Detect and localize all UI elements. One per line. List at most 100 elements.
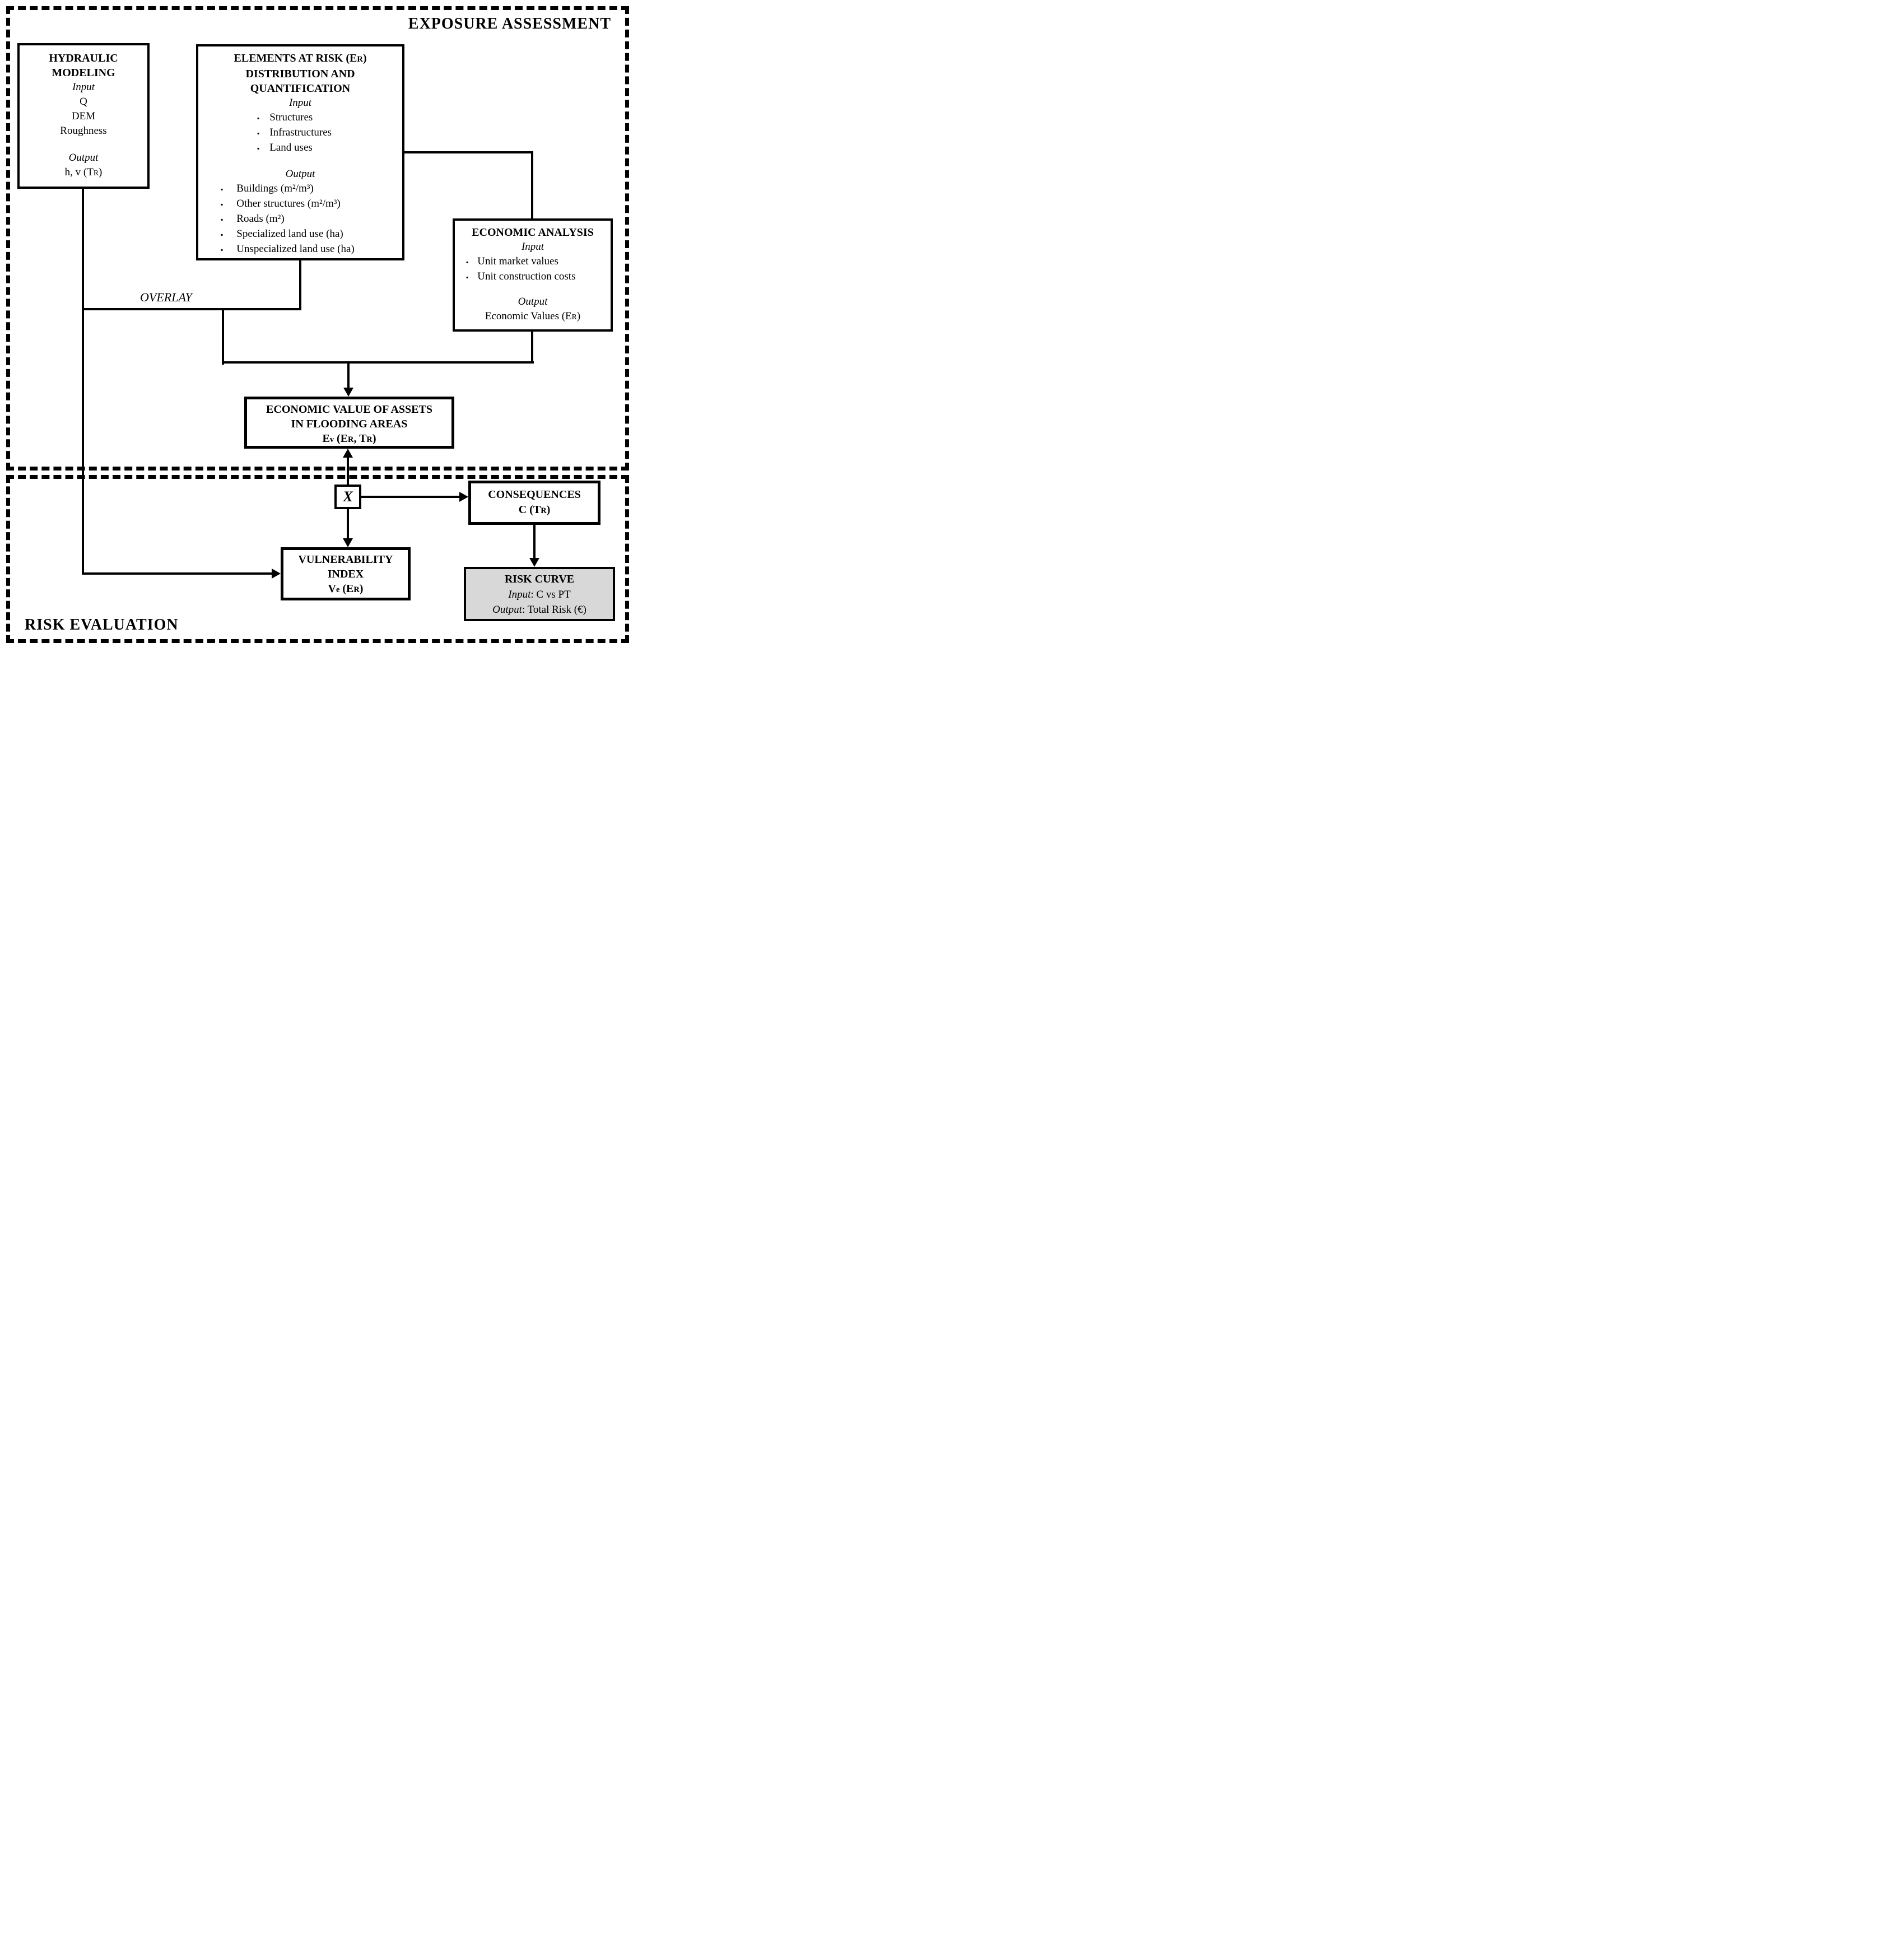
- elements-output-list: ▪ Buildings (m²/m³) ▪Other structures (m²…: [198, 181, 402, 257]
- consequences-formula: C (TR): [471, 502, 598, 519]
- risk-curve-output-label: Output: [492, 604, 522, 616]
- economic-analysis-title: ECONOMIC ANALYSIS: [472, 226, 594, 239]
- consequences-p1: C (T: [518, 504, 541, 516]
- bullet-square-icon: ▪: [221, 231, 224, 239]
- arrowhead-into-vulnerability-left-icon: [272, 569, 281, 579]
- hydraulic-input-q: Q: [80, 96, 87, 108]
- list-item: ▪ Unit market values: [466, 254, 611, 269]
- ev-p2: (E: [334, 432, 348, 445]
- exposure-section-title: EXPOSURE ASSESSMENT: [408, 15, 611, 32]
- elements-input-list: ▪ Structures ▪ Infrastructures ▪Land uses: [198, 110, 402, 156]
- elements-at-risk-box: ELEMENTS AT RISK (ER) DISTRIBUTION AND Q…: [196, 44, 404, 260]
- connector-consequences-to-risk-curve: [533, 525, 536, 559]
- risk-curve-input-line: Input: C vs PT: [466, 587, 613, 602]
- vulnerability-index-box: VULNERABILITY INDEX Ve (ER): [281, 547, 411, 600]
- flood-risk-flowchart: EXPOSURE ASSESSMENT RISK EVALUATION OVER…: [0, 0, 635, 649]
- economic-value-title-line1: ECONOMIC VALUE OF ASSETS: [266, 403, 432, 416]
- hydraulic-title-line1: HYDRAULIC: [49, 52, 118, 64]
- economic-analysis-input-list: ▪ Unit market values ▪Unit construction c…: [455, 254, 611, 285]
- hydraulic-output-pre: h, v (T: [64, 166, 94, 178]
- list-item: ▪Other structures (m²/m³): [221, 197, 402, 212]
- economic-value-title-line2: IN FLOODING AREAS: [291, 418, 408, 430]
- elements-input-label: Input: [288, 97, 312, 109]
- list-item: ▪ Specialized land use (ha): [221, 227, 402, 242]
- vulnerability-title-line2: INDEX: [327, 568, 364, 580]
- risk-curve-output-line: Output: Total Risk (€): [466, 602, 613, 617]
- hydraulic-title-line2: MODELING: [52, 67, 115, 79]
- list-item: ▪ Unspecialized land use (ha): [221, 242, 402, 257]
- list-item: ▪ Infrastructures: [257, 125, 402, 141]
- risk-curve-output-rest: : Total Risk (€): [522, 604, 586, 616]
- economic-analysis-input-label: Input: [521, 241, 544, 253]
- elements-input-infrastructures: Infrastructures: [269, 127, 332, 138]
- economic-analysis-output-formula: Economic Values (ER): [455, 309, 611, 324]
- connector-x-to-economic-value: [347, 457, 349, 485]
- connector-x-to-consequences: [361, 496, 460, 498]
- elements-output-buildings: Buildings (m²/m³): [236, 183, 314, 194]
- consequences-s1: R: [541, 506, 547, 515]
- bullet-square-icon: ▪: [466, 258, 469, 266]
- bullet-square-icon: ▪: [221, 246, 224, 254]
- list-item: ▪ Buildings (m²/m³): [221, 181, 402, 197]
- elements-title-line3: QUANTIFICATION: [250, 82, 351, 95]
- vulnerability-title-line1: VULNERABILITY: [298, 553, 393, 566]
- bullet-square-icon: ▪: [466, 273, 469, 281]
- hydraulic-output-post: ): [98, 166, 103, 178]
- arrowhead-into-risk-curve-icon: [529, 558, 539, 567]
- risk-curve-input-rest: : C vs PT: [530, 589, 571, 600]
- list-item: ▪Unit construction costs: [466, 269, 611, 285]
- risk-curve-input-label: Input: [508, 589, 531, 600]
- ev-p3: , T: [353, 432, 367, 445]
- connector-hydraulic-down: [82, 189, 84, 575]
- ve-p2: (E: [339, 583, 354, 595]
- bullet-square-icon: ▪: [221, 216, 224, 223]
- ev-p1: E: [322, 432, 330, 445]
- elements-output-specialized: Specialized land use (ha): [236, 228, 343, 240]
- elements-input-structures: Structures: [269, 111, 313, 123]
- arrowhead-into-economic-value-bottom-icon: [343, 449, 353, 458]
- list-item: ▪Land uses: [257, 141, 402, 156]
- ev-s3: R: [366, 435, 373, 444]
- connector-x-to-vulnerability: [347, 509, 349, 539]
- consequences-box: CONSEQUENCES C (TR): [468, 481, 600, 525]
- risk-curve-box: RISK CURVE Input: C vs PT Output: Total …: [464, 567, 615, 621]
- bullet-square-icon: ▪: [221, 201, 224, 208]
- risk-curve-title: RISK CURVE: [504, 573, 575, 585]
- connector-elements-to-economic-analysis-horizontal: [404, 151, 533, 153]
- exposure-assessment-section-frame: [6, 6, 629, 471]
- hydraulic-modeling-box: HYDRAULIC MODELING Input Q DEM Roughness…: [17, 43, 150, 189]
- ve-p1: V: [328, 583, 336, 595]
- hydraulic-input-dem: DEM: [71, 110, 96, 122]
- connector-hydraulic-to-vulnerability: [82, 572, 273, 575]
- vulnerability-formula: Ve (ER): [283, 581, 408, 597]
- elements-output-unspecialized: Unspecialized land use (ha): [236, 243, 355, 255]
- connector-overlay-branch-down: [222, 308, 224, 365]
- hydraulic-output-formula: h, v (TR): [20, 165, 147, 180]
- bullet-square-icon: ▪: [257, 129, 260, 137]
- connector-economic-analysis-down: [531, 332, 533, 364]
- ve-p3: ): [359, 583, 364, 595]
- elements-title-line2: DISTRIBUTION AND: [245, 68, 355, 80]
- arrowhead-into-consequences-icon: [459, 492, 468, 502]
- bullet-square-icon: ▪: [257, 145, 260, 152]
- connector-overlay-horizontal: [82, 308, 301, 310]
- overlay-label: OVERLAY: [140, 290, 192, 304]
- list-item: ▪Roads (m²): [221, 212, 402, 227]
- hydraulic-output-label: Output: [68, 152, 99, 164]
- connector-elements-to-economic-analysis-vertical: [531, 151, 533, 218]
- hydraulic-input-roughness: Roughness: [60, 125, 107, 137]
- hydraulic-output-sub: R: [93, 169, 99, 177]
- list-item: ▪ Structures: [257, 110, 402, 125]
- risk-section-title: RISK EVALUATION: [25, 616, 179, 634]
- ev-s1: v: [329, 435, 334, 444]
- bullet-square-icon: ▪: [257, 114, 260, 122]
- economic-analysis-output-label: Output: [518, 296, 548, 308]
- economic-analysis-unit-market-values: Unit market values: [477, 255, 558, 267]
- arrowhead-into-economic-value-top-icon: [343, 388, 353, 397]
- economic-value-box: ECONOMIC VALUE OF ASSETS IN FLOODING ARE…: [244, 397, 454, 449]
- elements-title-post: ): [362, 52, 367, 64]
- economic-analysis-output-post: ): [576, 310, 581, 322]
- elements-title-line1: ELEMENTS AT RISK (ER): [198, 51, 402, 67]
- bullet-square-icon: ▪: [221, 185, 224, 193]
- ev-s2: R: [348, 435, 354, 444]
